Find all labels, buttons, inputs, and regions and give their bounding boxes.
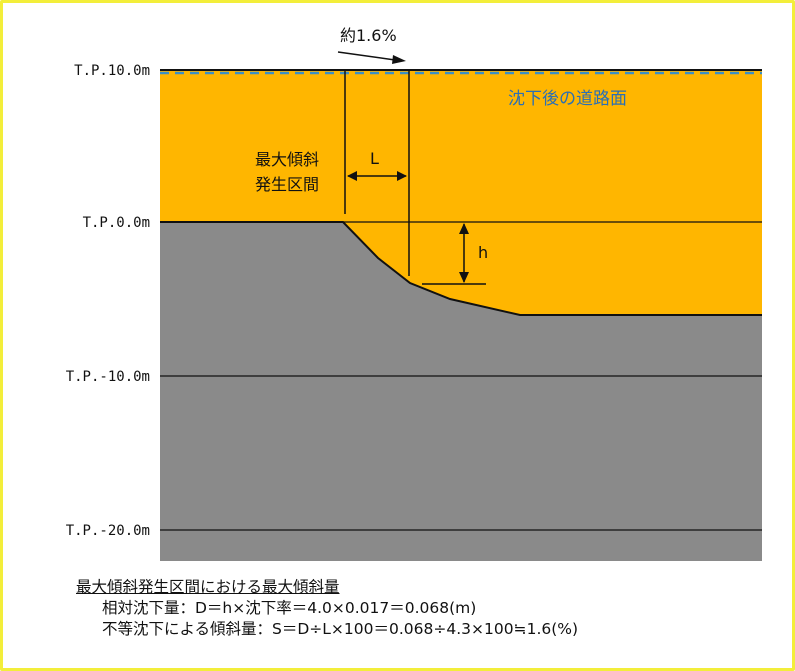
caption-line-slope-amount: 不等沈下による傾斜量：S＝D÷L×100＝0.068÷4.3×100≒1.6(%…	[102, 620, 579, 638]
h-arrow-bottom	[459, 272, 469, 283]
level-label-10: T.P.10.0m	[74, 63, 150, 79]
caption-heading: 最大傾斜発生区間における最大傾斜量	[76, 578, 340, 596]
slope-label: 約1.6%	[340, 26, 397, 45]
L-arrow-left	[347, 171, 357, 181]
L-arrow-right	[397, 171, 407, 181]
h-label: h	[478, 243, 488, 262]
ground-region	[160, 222, 762, 561]
road-surface-label: 沈下後の道路面	[508, 89, 627, 109]
slope-arrow	[337, 51, 396, 61]
calculation-caption: 最大傾斜発生区間における最大傾斜量 相対沈下量：D＝h×沈下率＝4.0×0.01…	[76, 577, 578, 640]
slope-arrowhead	[392, 55, 406, 64]
section-label-line2: 発生区間	[255, 175, 319, 194]
section-label-line1: 最大傾斜	[255, 150, 319, 169]
caption-line-relative-settlement: 相対沈下量：D＝h×沈下率＝4.0×0.017＝0.068(m)	[102, 599, 477, 617]
level-label-minus10: T.P.-10.0m	[66, 369, 150, 385]
level-label-minus20: T.P.-20.0m	[66, 523, 150, 539]
L-label: L	[370, 149, 379, 168]
h-arrow-top	[459, 223, 469, 234]
level-label-0: T.P.0.0m	[83, 215, 150, 231]
